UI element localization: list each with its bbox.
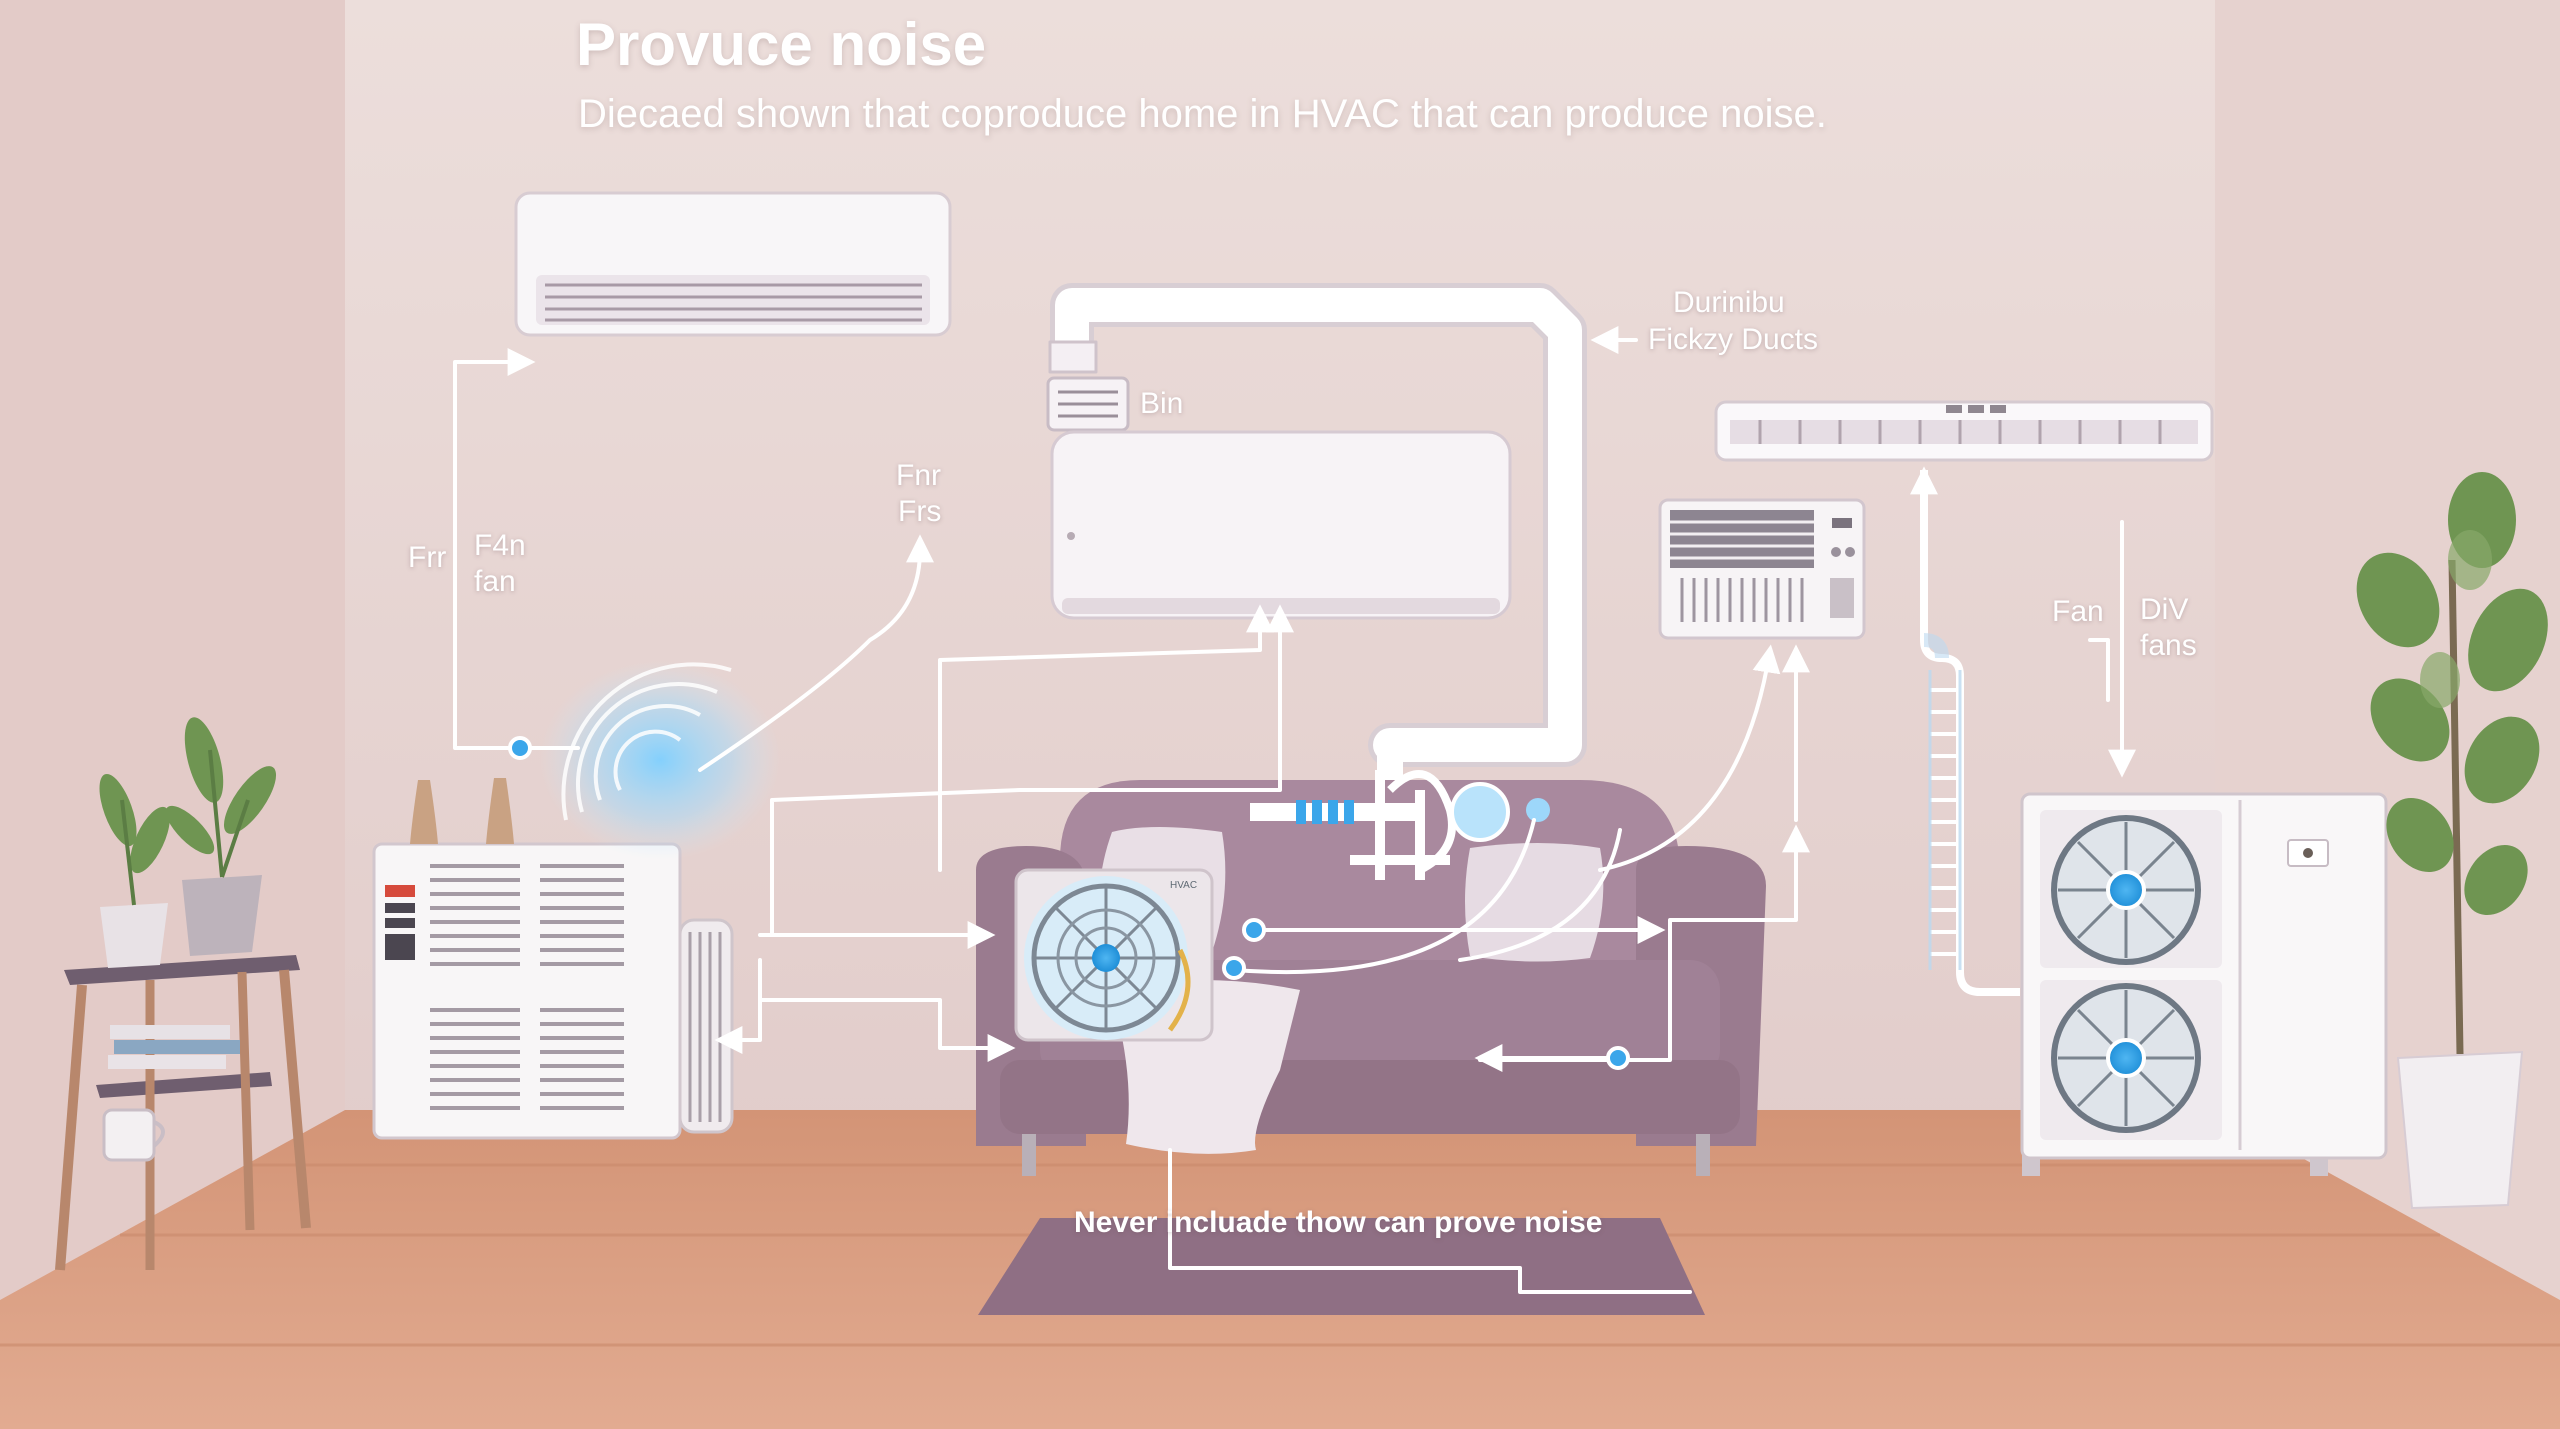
- window-ac-unit: [1658, 498, 1866, 640]
- central-fan-unit: [1014, 868, 1214, 1042]
- page-subtitle: Diecaed shown that coproduce home in HVA…: [578, 92, 1827, 136]
- label-div: DiV: [2140, 593, 2189, 626]
- bottom-caption: Never incluade thow can prove noise: [1074, 1206, 1603, 1239]
- outdoor-condenser-unit: [2020, 792, 2388, 1176]
- label-fans: fans: [2140, 629, 2197, 662]
- label-bin: Bin: [1140, 387, 1184, 420]
- label-fan-small: fan: [474, 565, 516, 598]
- potted-plant-left: [99, 717, 277, 968]
- label-frs: Frs: [898, 495, 942, 528]
- wall-ac-unit-top-left: [514, 191, 952, 337]
- refrigerant-line: [1920, 470, 2020, 996]
- page-title: Provuce noise: [576, 11, 987, 78]
- pipe-manifold: [1250, 770, 1550, 880]
- label-frr: Frr: [408, 541, 447, 574]
- label-fan: Fan: [2052, 595, 2104, 628]
- label-f4n: F4n: [474, 529, 526, 562]
- label-ducts-line1: Durinibu: [1673, 286, 1785, 319]
- hvac-tag: HVAC: [1170, 880, 1197, 891]
- label-ducts-line2: Fickzy Ducts: [1648, 323, 1819, 356]
- wall-ac-unit-top-right: [1714, 400, 2214, 462]
- potted-plant-right: [2356, 472, 2548, 1210]
- label-fnr: Fnr: [896, 459, 941, 492]
- connection-nodes: [508, 736, 1630, 1070]
- duct-register: [1046, 376, 1130, 432]
- annotation-arrows: [453, 326, 2136, 1294]
- plant-shelf: [55, 955, 311, 1271]
- indoor-air-handler: [1050, 430, 1512, 620]
- noise-wave-glow: [540, 660, 780, 860]
